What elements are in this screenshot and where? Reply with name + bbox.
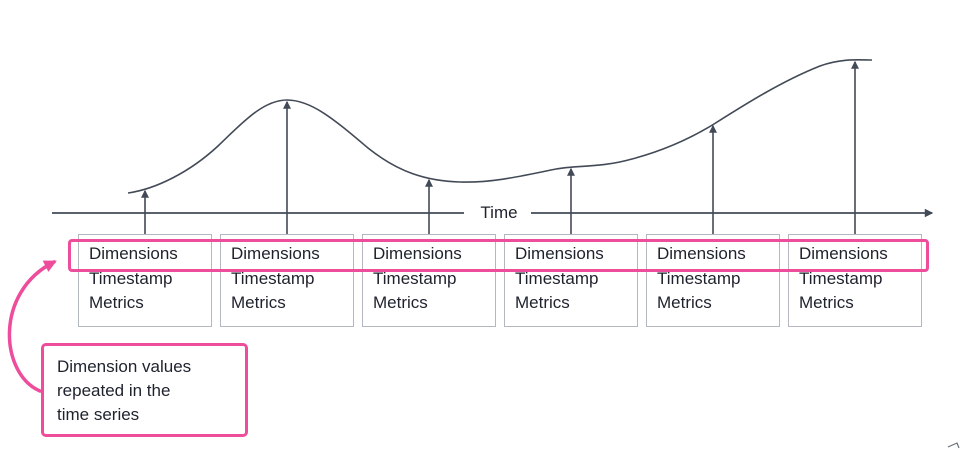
record-field-dimensions: Dimensions	[373, 244, 462, 263]
record-box: Dimensions Timestamp Metrics	[220, 234, 354, 327]
record-field-dimensions: Dimensions	[657, 244, 746, 263]
callout-line: repeated in the	[57, 381, 171, 400]
record-field-metrics: Metrics	[89, 293, 144, 312]
record-field-timestamp: Timestamp	[515, 268, 599, 288]
callout-line: time series	[57, 405, 140, 424]
record-field-dimensions: Dimensions	[89, 244, 178, 263]
record-box: Dimensions Timestamp Metrics	[646, 234, 780, 327]
record-box: Dimensions Timestamp Metrics	[504, 234, 638, 327]
timeseries-curve	[127, 58, 873, 194]
record-field-metrics: Metrics	[231, 293, 286, 312]
record-field-dimensions: Dimensions	[799, 244, 888, 263]
callout-box: Dimension values repeated in the time se…	[41, 343, 248, 437]
dimensions-highlight-rect	[68, 239, 929, 272]
record-field-metrics: Metrics	[657, 293, 712, 312]
record-box: Dimensions Timestamp Metrics	[78, 234, 212, 327]
callout-line: Dimension values	[57, 357, 192, 376]
record-field-dimensions: Dimensions	[231, 244, 320, 263]
record-box: Dimensions Timestamp Metrics	[362, 234, 496, 327]
record-field-metrics: Metrics	[373, 293, 428, 312]
record-field-metrics: Metrics	[799, 293, 854, 312]
time-axis-label: Time	[480, 203, 518, 222]
record-field-timestamp: Timestamp	[657, 268, 741, 288]
record-field-timestamp: Timestamp	[89, 268, 173, 288]
record-field-timestamp: Timestamp	[373, 268, 457, 288]
record-field-timestamp: Timestamp	[231, 268, 315, 288]
record-box: Dimensions Timestamp Metrics	[788, 234, 922, 327]
record-field-dimensions: Dimensions	[515, 244, 604, 263]
stray-mark	[947, 442, 960, 449]
record-field-metrics: Metrics	[515, 293, 570, 312]
record-field-timestamp: Timestamp	[799, 268, 883, 288]
